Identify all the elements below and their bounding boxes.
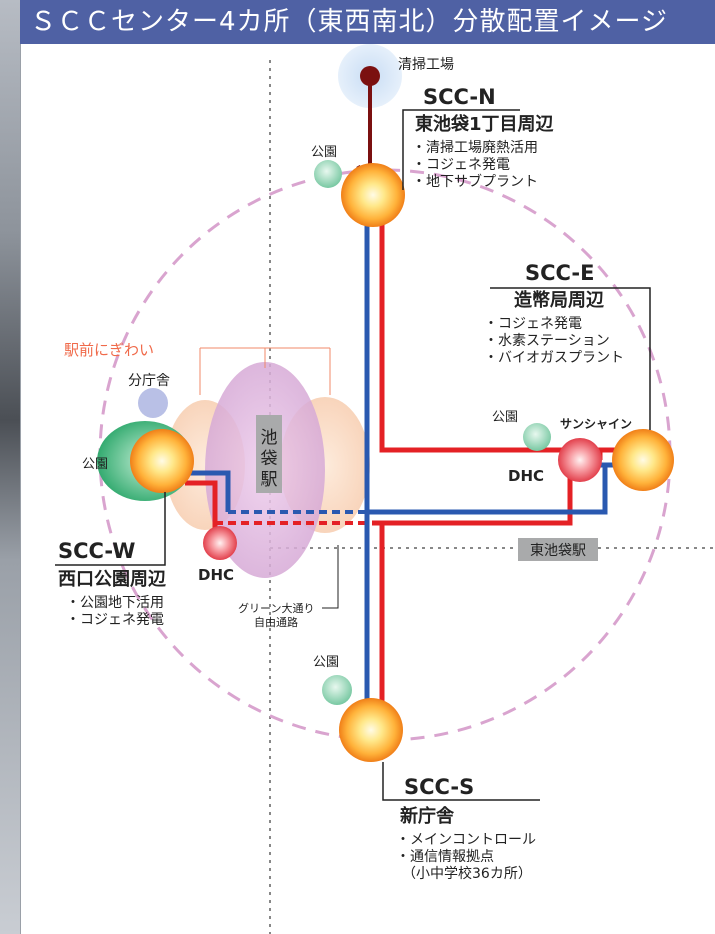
dhc-east-label: DHC (508, 467, 544, 485)
park-e-label: 公園 (492, 410, 518, 425)
scc-w-item-1: ・公園地下活用 (66, 595, 164, 611)
scc-s-item-1: ・メインコントロール (396, 832, 536, 848)
blue-network-line-west (185, 470, 231, 512)
scc-e-subtitle: 造幣局周辺 (514, 289, 604, 311)
park-e (523, 423, 551, 451)
scc-e-title: SCC-E (525, 261, 595, 285)
green-street-leader (322, 545, 339, 609)
red-network-line-main (379, 200, 570, 453)
higashi-station-label: 東池袋駅 (530, 543, 586, 559)
dhc-east-node (558, 438, 602, 482)
cleaning-plant-label: 清掃工場 (398, 56, 454, 73)
scc-s-subtitle: 新庁舎 (400, 805, 455, 827)
ekimae-label: 駅前にぎわい (64, 341, 154, 359)
scc-s-title: SCC-S (404, 775, 474, 799)
park-n-label: 公園 (311, 145, 337, 160)
scc-w-node (130, 429, 194, 493)
station-char-1: 池 (261, 428, 278, 448)
green-street-label-1: グリーン大通り (238, 601, 314, 615)
scc-s-node (339, 698, 403, 762)
scc-w-item-2: ・コジェネ発電 (66, 612, 164, 628)
bunchosha-label: 分庁舎 (128, 373, 170, 389)
scc-n-item-3: ・地下サブプラント (412, 173, 538, 190)
dhc-west-label: DHC (198, 566, 234, 584)
scc-s-item-3: （小中学校36カ所） (402, 865, 532, 882)
scc-e-node (612, 429, 674, 491)
scc-w-title: SCC-W (58, 539, 135, 563)
station-char-3: 駅 (261, 470, 278, 490)
cleaning-plant-dot (360, 66, 380, 86)
scc-e-item-3: ・バイオガスプラント (484, 350, 624, 366)
park-n (314, 160, 342, 188)
scc-e-leader (490, 287, 651, 430)
scc-n-item-2: ・コジェネ発電 (412, 157, 510, 173)
scc-s-item-2: ・通信情報拠点 (396, 849, 494, 865)
scc-w-leader (55, 492, 166, 566)
side-map-strip (0, 0, 20, 934)
scc-e-item-2: ・水素ステーション (484, 333, 610, 349)
scc-e-item-1: ・コジェネ発電 (484, 316, 582, 332)
scc-n-leader (402, 109, 520, 190)
higashi-ikebukuro-station-box (518, 538, 598, 561)
scc-s-leader (382, 762, 540, 801)
page-title: ＳＣＣセンター4カ所（東西南北）分散配置イメージ (20, 0, 715, 44)
scc-n-node (341, 163, 405, 227)
ikebukuro-station-box (256, 415, 282, 493)
park-w-label: 公園 (82, 457, 108, 472)
bunchosha-circle (138, 388, 168, 418)
station-char-2: 袋 (261, 449, 278, 469)
scc-n-subtitle: 東池袋1丁目周辺 (415, 113, 554, 135)
green-street-label-2: 自由通路 (254, 615, 298, 629)
scc-w-subtitle: 西口公園周辺 (58, 569, 166, 590)
sunshine-label: サンシャイン (560, 417, 632, 431)
park-s (322, 675, 352, 705)
scc-n-item-1: ・清掃工場廃熱活用 (412, 139, 538, 156)
scc-n-title: SCC-N (423, 85, 496, 109)
dhc-west-node (203, 526, 237, 560)
park-s-label: 公園 (313, 655, 339, 670)
content-border (20, 44, 21, 934)
